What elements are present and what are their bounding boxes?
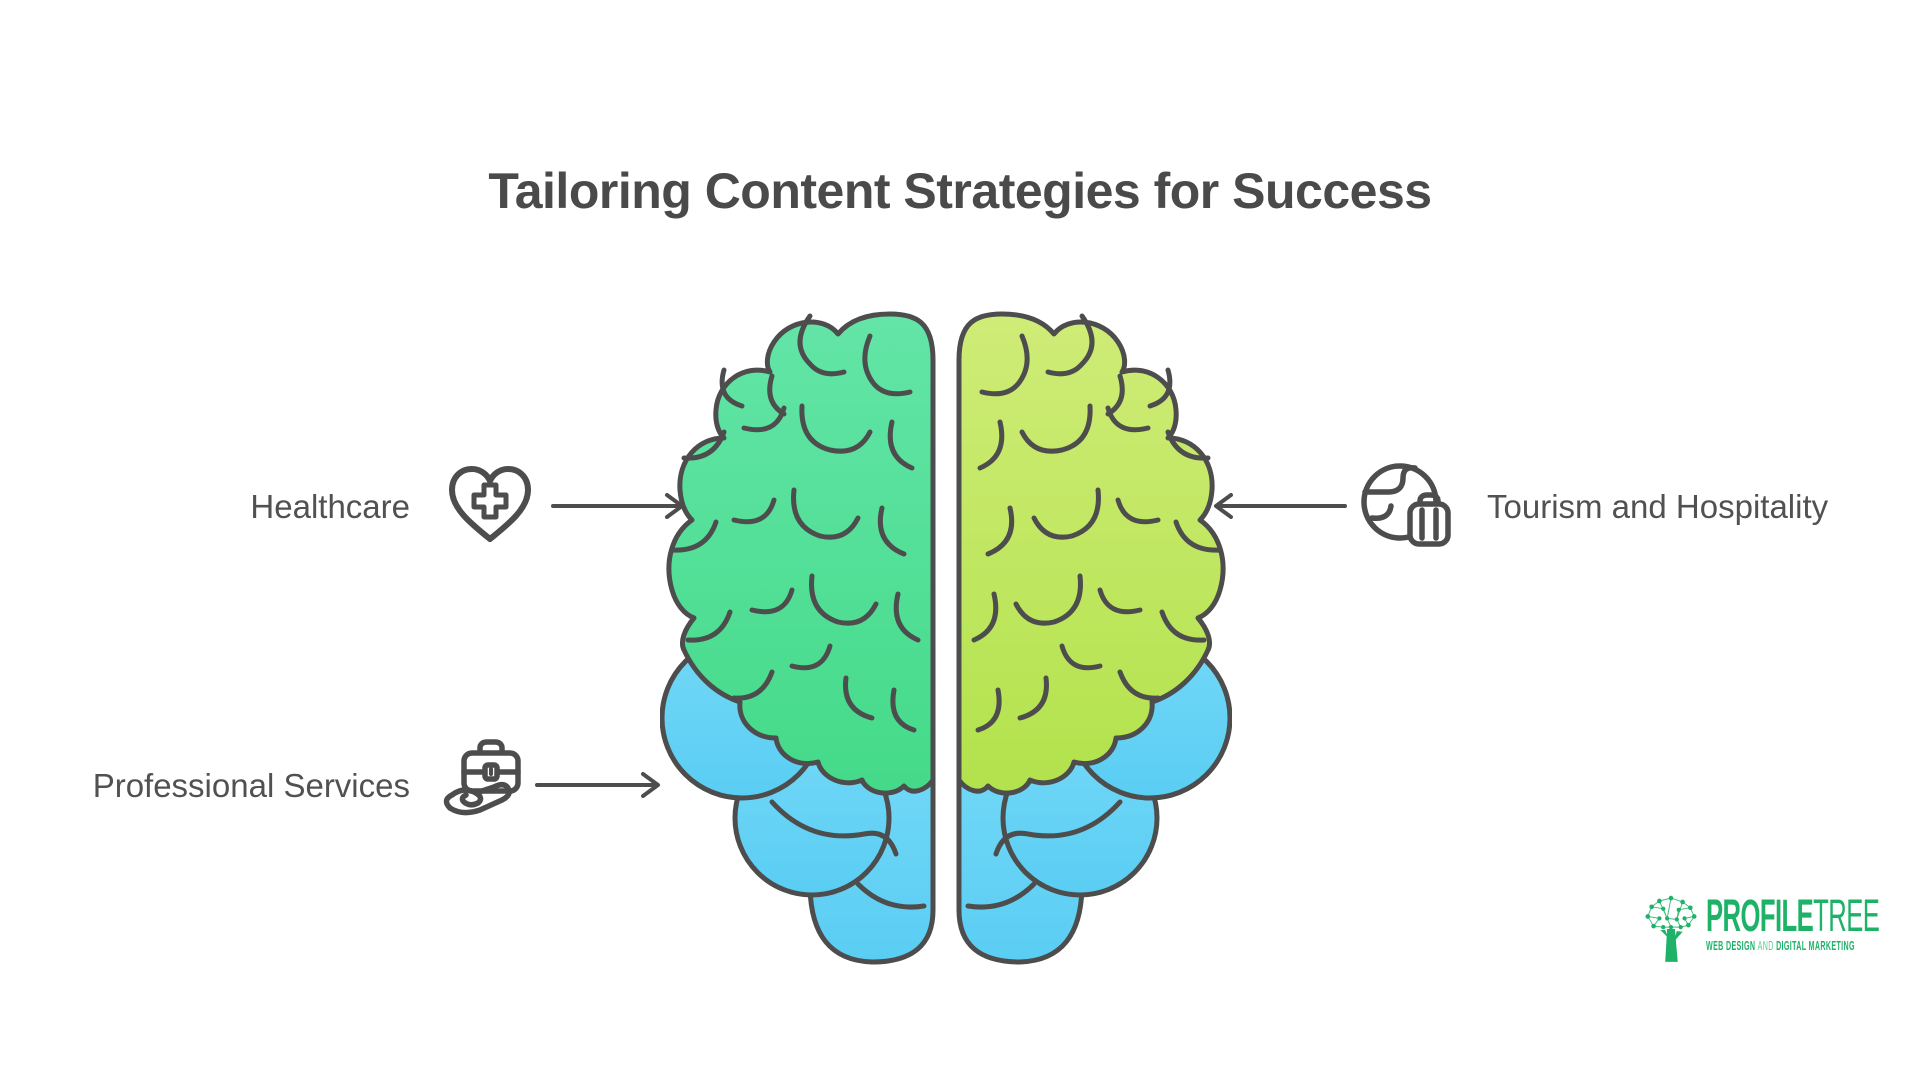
- gyri-lines: [971, 313, 1223, 733]
- label-tourism-hospitality: Tourism and Hospitality: [1487, 488, 1829, 525]
- tree-network-icon: [1645, 895, 1697, 962]
- briefcase-hand-icon: [432, 736, 527, 828]
- label-professional-services: Professional Services: [92, 767, 410, 804]
- globe-luggage-icon: [1360, 460, 1460, 554]
- brain-illustration: [660, 311, 1232, 965]
- heart-medical-icon: [444, 464, 536, 546]
- tagline-digital-marketing: DIGITAL MARKETING: [1776, 939, 1855, 954]
- label-healthcare: Healthcare: [250, 488, 410, 525]
- brand-secondary: TREE: [1813, 890, 1880, 941]
- tagline-web-design: WEB DESIGN: [1706, 939, 1756, 954]
- arrow-left-icon: [1207, 493, 1347, 519]
- brand-wordmark: PROFILETREE WEB DESIGN AND DIGITAL MARKE…: [1706, 893, 1880, 953]
- page-title: Tailoring Content Strategies for Success: [488, 162, 1432, 219]
- right-hemisphere: [956, 311, 1232, 965]
- arrow-right-icon: [535, 772, 667, 798]
- gyri-lines: [669, 313, 921, 733]
- brand-primary: PROFILE: [1706, 890, 1814, 941]
- profiletree-logo: PROFILETREE WEB DESIGN AND DIGITAL MARKE…: [1642, 893, 1920, 965]
- left-hemisphere: [660, 311, 936, 965]
- tagline-and: AND: [1757, 939, 1774, 954]
- brand-tagline: WEB DESIGN AND DIGITAL MARKETING: [1706, 939, 1879, 953]
